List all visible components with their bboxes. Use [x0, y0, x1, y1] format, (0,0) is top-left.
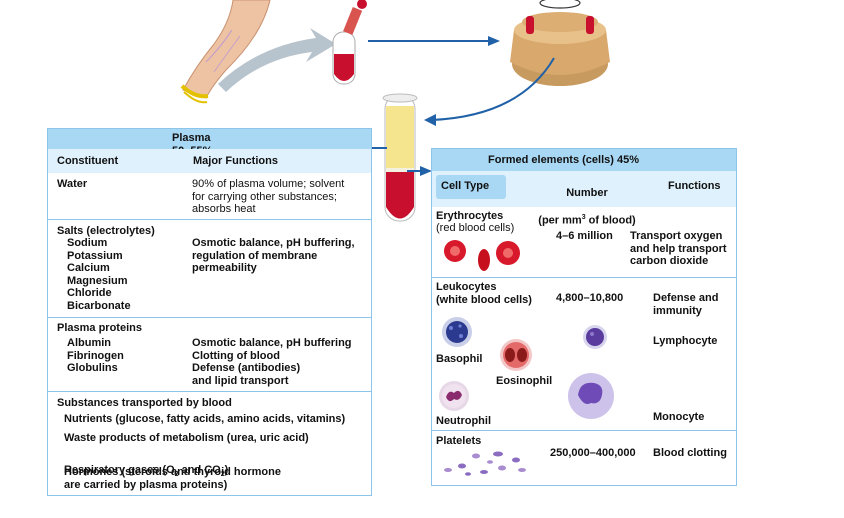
basophil-label: Basophil [436, 353, 483, 365]
erythrocytes-number: 4–6 million [556, 230, 613, 242]
proteins-name: Plasma proteins [57, 322, 142, 334]
platelets-name: Platelets [436, 435, 482, 447]
transported-nutrients: Nutrients (glucose, fatty acids, amino a… [64, 413, 346, 425]
salts-function: Osmotic balance, pH buffering, regulatio… [192, 237, 355, 274]
basophil-icon [442, 317, 472, 347]
lymphocyte-label: Lymphocyte [653, 335, 718, 347]
plasma-col-functions: Major Functions [193, 155, 278, 167]
water-name: Water [57, 178, 88, 190]
formed-col-functions: Functions [668, 180, 721, 192]
red-blood-cells-icon [444, 240, 520, 271]
proteins-items: Albumin Fibrinogen Globulins [67, 337, 124, 374]
neutrophil-label: Neutrophil [436, 415, 491, 427]
monocyte-label: Monocyte [653, 411, 705, 423]
monocyte-icon [568, 373, 614, 419]
plasma-col-constituent: Constituent [57, 155, 119, 167]
transported-gases: Respiratory gases (O2 and CO2) [64, 463, 229, 478]
plasma-table: Plasma 50–55% Constituent Major Function… [47, 128, 372, 496]
neutrophil-icon [439, 381, 469, 411]
lymphocyte-icon [583, 325, 607, 349]
formed-col-cell-type: Cell Type [441, 180, 490, 192]
arrow-to-separated-tube [431, 57, 555, 121]
formed-col-number: Number (per mm3 of blood) [538, 186, 636, 227]
leukocytes-function: Defense and immunity [653, 292, 719, 317]
formed-elements-table: Formed elements (cells) 45% Cell Type Nu… [431, 148, 737, 486]
syringe-tube-icon [332, 0, 367, 85]
transported-waste: Waste products of metabolism (urea, uric… [64, 432, 309, 444]
erythrocytes-function: Transport oxygen and help transport carb… [630, 230, 727, 267]
plasma-header [48, 129, 371, 149]
platelets-function: Blood clotting [653, 447, 727, 459]
blood-collection-illustration [180, 0, 610, 126]
centrifuge-icon [510, 0, 610, 86]
leukocytes-number: 4,800–10,800 [556, 292, 624, 304]
salts-name: Salts (electrolytes) [57, 225, 155, 237]
water-function: 90% of plasma volume; solvent for carryi… [192, 178, 345, 215]
leukocytes-sub: (white blood cells) [436, 294, 532, 306]
salts-items: Sodium Potassium Calcium Magnesium Chlor… [67, 237, 131, 312]
platelets-icon [444, 451, 526, 476]
eosinophil-icon [500, 339, 532, 371]
arm-icon [180, 0, 271, 104]
transported-name: Substances transported by blood [57, 397, 232, 409]
leukocytes-name: Leukocytes [436, 281, 497, 293]
formed-title: Formed elements (cells) 45% [488, 154, 640, 166]
separated-blood-tube-icon [382, 93, 418, 222]
plasma-title: Plasma [172, 132, 211, 144]
transported-hormones: Hormones (steroids and thyroid hormone a… [64, 466, 281, 491]
formed-header [432, 149, 736, 171]
erythrocytes-name: Erythrocytes [436, 210, 504, 222]
platelets-number: 250,000–400,000 [550, 447, 636, 459]
arrow-arm-to-syringe [218, 28, 336, 92]
eosinophil-label: Eosinophil [496, 375, 553, 387]
proteins-functions: Osmotic balance, pH buffering Clotting o… [192, 337, 352, 387]
plasma-column-header [48, 149, 371, 173]
erythrocytes-sub: (red blood cells) [436, 222, 515, 234]
cell-type-pill [436, 175, 506, 199]
